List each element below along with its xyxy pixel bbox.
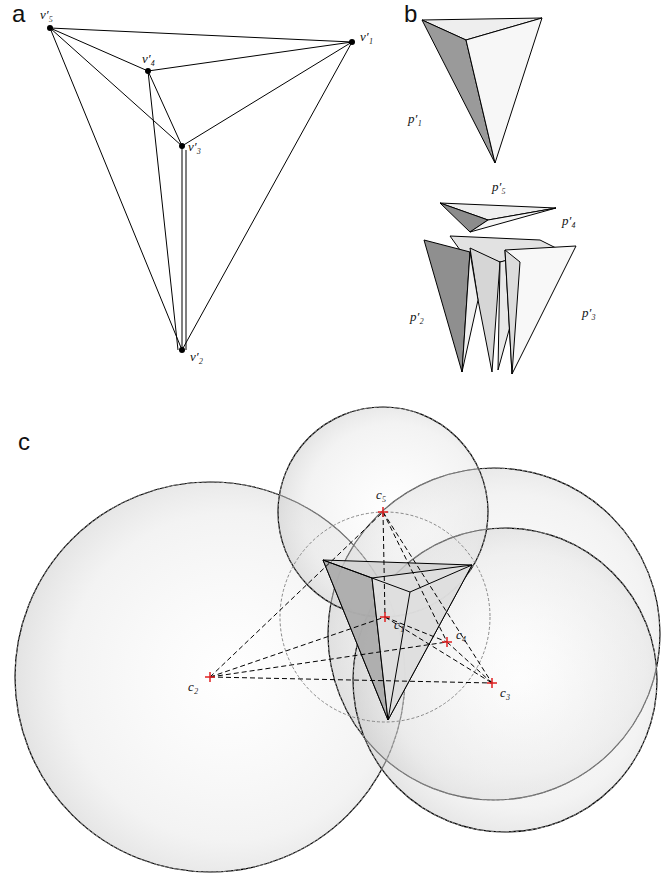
point-label: v′₄ <box>142 52 155 65</box>
point-label: v′₃ <box>188 140 201 153</box>
center-marker <box>205 507 497 688</box>
point-label: c₅ <box>376 488 386 501</box>
point-label: p′₂ <box>410 310 424 323</box>
exploded-polyhedron <box>424 203 576 374</box>
polyhedron <box>323 560 472 720</box>
point-label: v′₅ <box>40 8 53 21</box>
point-label: p′₄ <box>562 214 576 227</box>
point-label: c₃ <box>500 686 510 699</box>
point-label: v′₁ <box>360 30 373 43</box>
point-label: c₁ <box>394 618 404 631</box>
polyhedron <box>422 18 542 163</box>
panel-letter: b <box>404 2 417 26</box>
center-link <box>210 512 492 683</box>
panel-letter: c <box>18 430 30 454</box>
point-label: v′₂ <box>190 350 203 363</box>
point-label: p′₃ <box>582 306 596 319</box>
vertex-dot <box>47 25 355 353</box>
point-label: c₄ <box>456 628 466 641</box>
hidden-sphere-outline <box>15 407 660 872</box>
point-label: c₂ <box>188 680 198 693</box>
sphere <box>15 407 660 872</box>
point-label: p′₅ <box>492 180 506 193</box>
planar-graph <box>50 28 352 350</box>
panel-letter: a <box>12 2 25 26</box>
point-label: p′₁ <box>408 112 422 125</box>
